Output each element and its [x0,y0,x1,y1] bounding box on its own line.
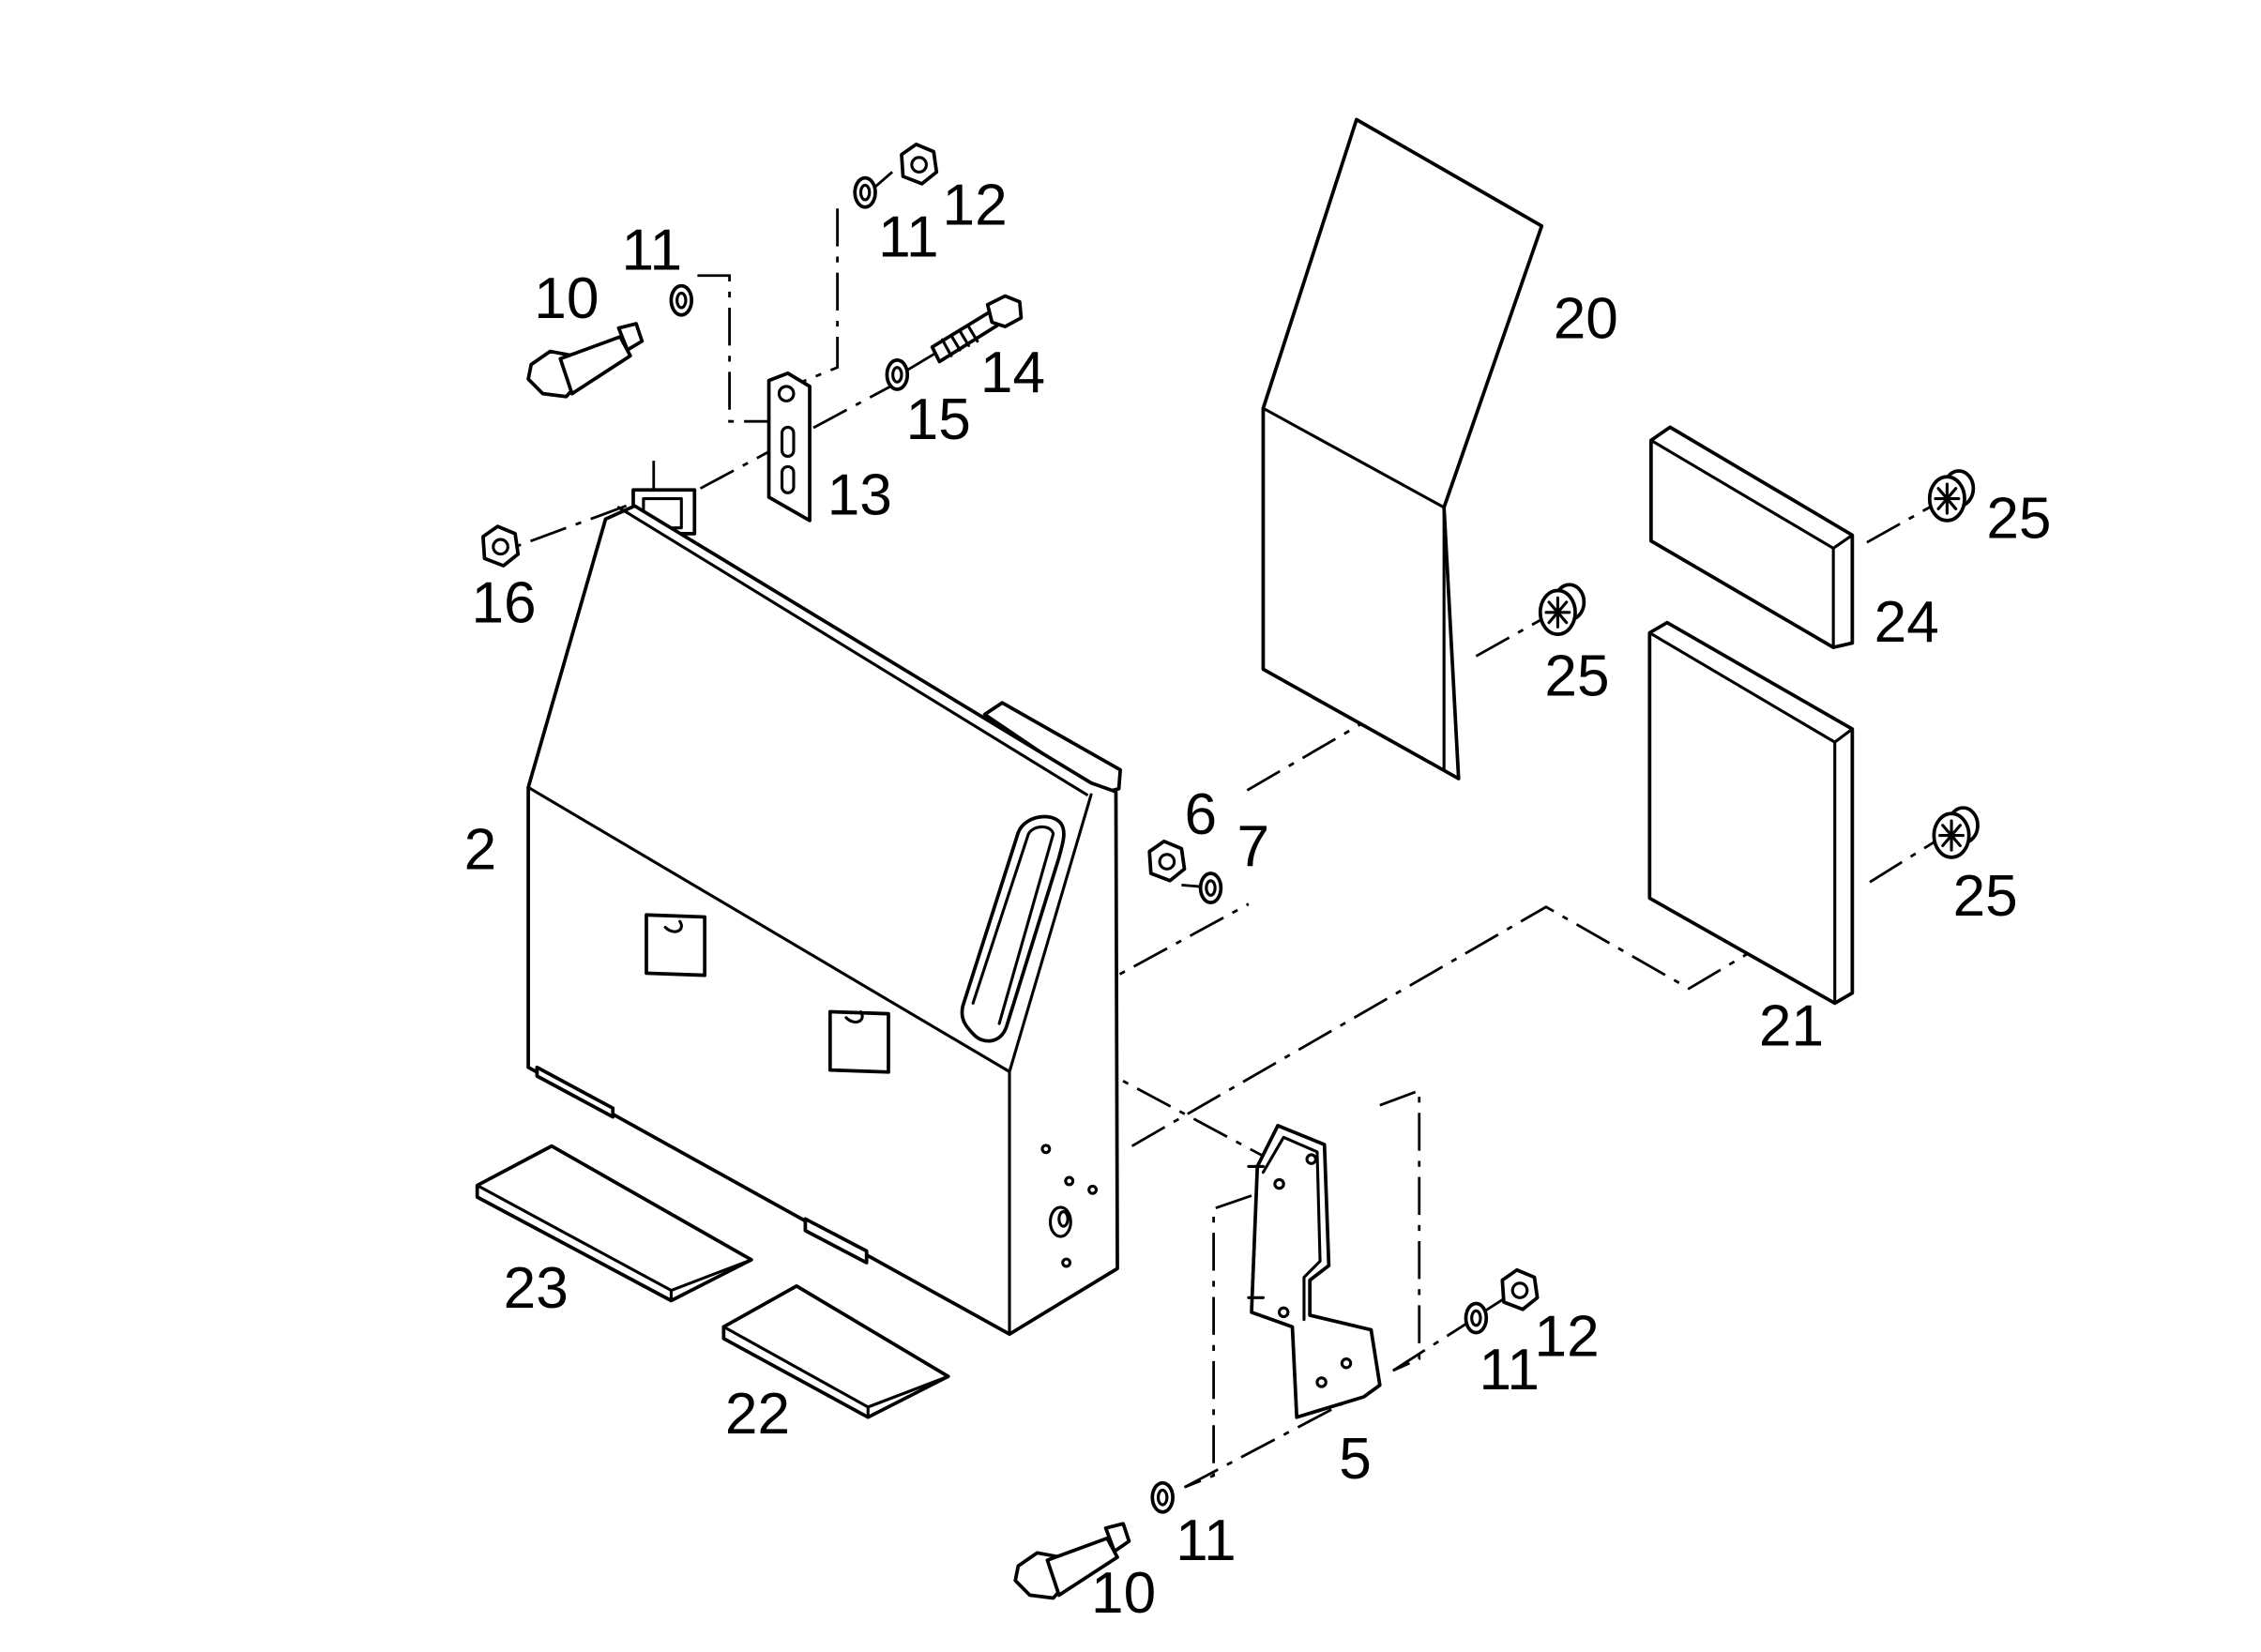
callout-11-top-left: 11 [622,219,683,283]
rivet-part-25-top [1927,469,1976,523]
pad-part-21 [1647,620,1855,1006]
callout-25-top: 25 [1986,487,2051,552]
callout-21: 21 [1759,993,1824,1058]
bracket-part-5 [1247,1124,1382,1419]
rivet-part-25-mid [1538,583,1586,636]
nut-part-12-top [900,143,939,186]
callout-22: 22 [725,1382,790,1447]
callout-12-bottom: 12 [1535,1304,1600,1369]
callout-7: 7 [1237,814,1269,879]
callout-10-top: 10 [534,266,599,331]
callout-15: 15 [906,387,971,452]
callout-2: 2 [464,817,497,882]
callout-10-bottom: 10 [1091,1561,1156,1626]
pad-part-24 [1649,425,1855,649]
callout-13: 13 [827,463,892,528]
bracket-part-13 [766,371,812,523]
rivet-group [1538,469,1980,859]
nut-part-12-bottom [1500,1267,1540,1311]
callout-25-mid: 25 [1544,644,1609,708]
housing-part-2 [526,488,1122,1337]
callout-23: 23 [504,1256,569,1321]
callout-11-top-right: 11 [878,205,939,270]
callout-24: 24 [1874,590,1939,655]
callout-5: 5 [1339,1427,1372,1492]
washer-part-11-bottom-left [1150,1480,1175,1514]
callout-6: 6 [1185,782,1218,847]
bolt-part-10-bottom [1013,1522,1131,1600]
washer-part-11-top-right [853,175,877,209]
callout-14: 14 [980,341,1045,405]
washer-part-11-bottom-right [1464,1301,1489,1335]
bolt-part-10-top [526,322,645,399]
callout-11-bottom-left: 11 [1176,1508,1237,1573]
nut-group [481,143,1540,1311]
washer-part-7 [1198,871,1223,904]
callout-12-top: 12 [942,173,1007,237]
screw-part-14 [930,294,1024,364]
washer-part-11-top-left [669,283,694,317]
callout-20: 20 [1554,287,1618,352]
callout-11-bottom-right: 11 [1479,1338,1540,1402]
nut-part-16 [481,524,521,568]
rivet-part-25-right [1932,806,1980,859]
pad-part-20 [1261,117,1544,781]
pad-part-22 [721,1284,950,1419]
washer-part-15 [885,358,910,391]
callout-16: 16 [471,571,536,636]
pad-part-23 [475,1144,753,1303]
callout-labels: 2 5 6 7 10 10 11 11 11 11 12 12 13 14 15… [464,173,2052,1626]
nut-part-6 [1147,839,1187,883]
callout-25-right: 25 [1953,864,2018,929]
washer-group [669,175,1489,1514]
